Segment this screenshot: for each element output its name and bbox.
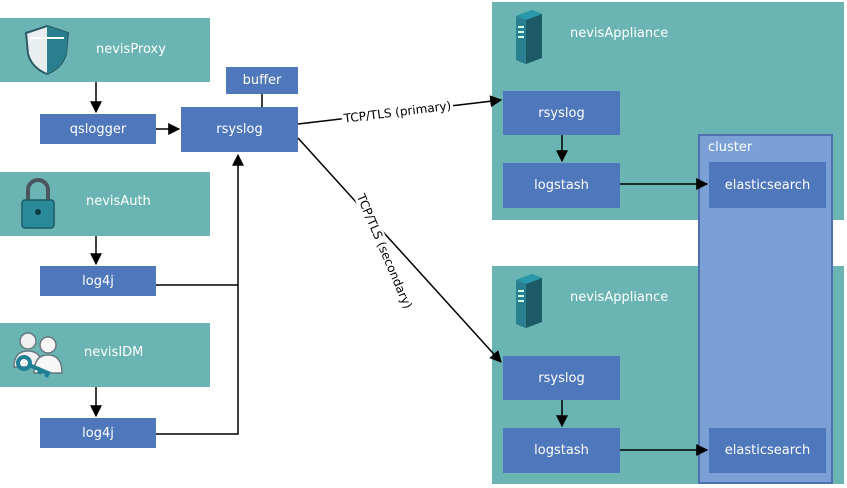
server-icon <box>516 274 542 328</box>
appliance-title-2: nevisAppliance <box>570 290 669 305</box>
edge-label-secondary: TCP/TLS (secondary) <box>353 190 416 313</box>
nevisidm-label: nevisIDM <box>84 345 144 360</box>
nevisproxy-panel: nevisProxy <box>0 18 210 82</box>
elasticsearch-node-2: elasticsearch <box>709 428 826 473</box>
elasticsearch-node-1: elasticsearch <box>709 162 826 208</box>
users-key-icon <box>13 332 63 378</box>
appliance-title-1: nevisAppliance <box>570 26 669 41</box>
appliance-2-rsyslog: rsyslog <box>503 356 620 400</box>
nevisidm-panel: nevisIDM <box>0 323 210 387</box>
rsyslog-local-box: rsyslog <box>181 107 298 152</box>
padlock-icon <box>21 178 55 229</box>
edge-secondary <box>297 137 502 363</box>
server-icon <box>516 10 542 64</box>
cluster-label: cluster <box>708 140 753 155</box>
nevisproxy-label: nevisProxy <box>96 42 166 57</box>
appliance-1-rsyslog: rsyslog <box>503 91 620 135</box>
appliance-2-logstash: logstash <box>503 428 620 473</box>
buffer-box: buffer <box>226 67 298 94</box>
qslogger-box: qslogger <box>40 114 156 144</box>
nevisauth-label: nevisAuth <box>86 194 151 209</box>
edge-label-primary: TCP/TLS (primary) <box>341 98 454 126</box>
appliance-1-logstash: logstash <box>503 163 620 208</box>
shield-icon <box>24 24 70 76</box>
nevisauth-panel: nevisAuth <box>0 172 210 236</box>
log4j-idm-box: log4j <box>40 418 156 448</box>
log4j-auth-box: log4j <box>40 266 156 296</box>
